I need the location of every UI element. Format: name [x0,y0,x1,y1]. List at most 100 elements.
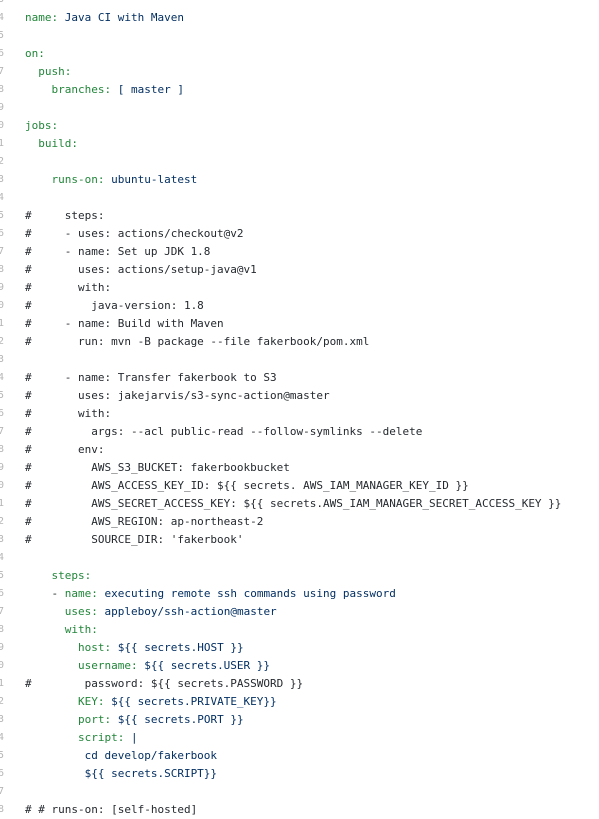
code-text: # - name: Set up JDK 1.8 [25,245,211,258]
code-text: jobs: [25,119,59,132]
code-line[interactable]: 6 ${{ secrets.SCRIPT}} [0,765,599,783]
line-number: 0 [0,300,5,311]
code-line[interactable]: 1 build: [0,135,599,153]
code-line[interactable]: 2 [0,153,599,171]
line-number: 2 [0,696,5,707]
line-number: 1 [0,318,5,329]
code-line[interactable]: 8 with: [0,621,599,639]
code-line[interactable]: 1# password: ${{ secrets.PASSWORD }} [0,675,599,693]
code-line[interactable]: 2 KEY: ${{ secrets.PRIVATE_KEY}} [0,693,599,711]
code-text: # steps: [25,209,105,222]
code-line[interactable]: 6 - name: executing remote ssh commands … [0,585,599,603]
code-text: # with: [25,281,112,294]
code-line[interactable]: 1# AWS_SECRET_ACCESS_KEY: ${{ secrets.AW… [0,495,599,513]
line-number: 6 [0,588,5,599]
code-line[interactable]: 5 # uses: jakejarvis/s3-sync-action@maste… [0,387,599,405]
line-number: 6 [0,408,5,419]
code-line[interactable]: 7 # - name: Set up JDK 1.8 [0,243,599,261]
line-number: 2 [0,336,5,347]
code-line[interactable]: 2# run: mvn -B package --file fakerbook/… [0,333,599,351]
code-line[interactable]: 4# - name: Transfer fakerbook to S3 [0,369,599,387]
code-line[interactable]: 9# AWS_S3_BUCKET: fakerbookbucket [0,459,599,477]
code-text: # uses: jakejarvis/s3-sync-action@master [25,389,330,402]
line-number: 3 [0,174,5,185]
code-line[interactable]: 4 [0,189,599,207]
code-line[interactable]: 4 name: Java CI with Maven [0,9,599,27]
line-number: 0 [0,120,5,131]
line-number: 0 [0,660,5,671]
code-line[interactable]: 7 push: [0,63,599,81]
line-number: 4 [0,12,5,23]
code-line[interactable]: 6# - uses: actions/checkout@v2 [0,225,599,243]
line-number: 5 [0,30,5,41]
code-line[interactable]: 4 [0,549,599,567]
line-number: 8 [0,84,5,95]
code-text: branches: [ master ] [51,83,184,96]
code-line[interactable]: 4 script: | [0,729,599,747]
code-line[interactable]: 7 uses: appleboy/ssh-action@master [0,603,599,621]
code-line[interactable]: 5 steps: [0,567,599,585]
code-text: # - uses: actions/checkout@v2 [25,227,244,240]
line-number: 5 [0,390,5,401]
code-line[interactable]: 2# AWS_REGION: ap-northeast-2 [0,513,599,531]
code-line[interactable]: 3 port: ${{ secrets.PORT }} [0,711,599,729]
line-number: 9 [0,642,5,653]
code-text: # SOURCE_DIR: 'fakerbook' [25,533,244,546]
code-text: # args: --acl public-read --follow-symli… [25,425,423,438]
line-number: 5 [0,570,5,581]
code-line[interactable]: 8# uses: actions/setup-java@v1 [0,261,599,279]
line-number: 8 [0,264,5,275]
code-line[interactable]: 5 cd develop/fakerbook [0,747,599,765]
code-text: # AWS_SECRET_ACCESS_KEY: ${{ secrets.AWS… [25,497,562,510]
code-text: # - name: Transfer fakerbook to S3 [25,371,277,384]
code-text: # java-version: 1.8 [25,299,204,312]
code-line[interactable]: 8# # runs-on: [self-hosted] [0,801,599,819]
code-text: username: ${{ secrets.USER }} [77,659,271,672]
code-text: uses: appleboy/ssh-action@master [64,605,277,618]
code-line[interactable]: 9 [0,99,599,117]
line-number: 7 [0,426,5,437]
code-line[interactable]: 3 runs-on: ubuntu-latest [0,171,599,189]
code-text: name: Java CI with Maven [25,11,184,24]
line-number: 7 [0,246,5,257]
line-number: 3 [0,0,7,9]
line-number: 7 [0,66,5,77]
line-number: 9 [0,102,5,113]
code-line[interactable]: 0 username: ${{ secrets.USER }} [0,657,599,675]
code-line[interactable]: 1# - name: Build with Maven [0,315,599,333]
line-number: 9 [0,282,5,293]
code-line[interactable]: 5 [0,27,599,45]
code-line[interactable]: 6 # with: [0,405,599,423]
line-number: 1 [0,138,5,149]
code-line[interactable]: 3 # SOURCE_DIR: 'fakerbook' [0,531,599,549]
line-number: 5 [0,210,5,221]
code-line[interactable]: 8 branches: [ master ] [0,81,599,99]
code-line[interactable]: 8# env: [0,441,599,459]
code-line[interactable]: 3 [0,0,599,9]
line-number: 4 [0,552,5,563]
code-text: - name: executing remote ssh commands us… [25,587,396,600]
code-line[interactable]: 3 [0,351,599,369]
code-text: build: [38,137,78,150]
code-line[interactable]: 0 # java-version: 1.8 [0,297,599,315]
code-text: KEY: ${{ secrets.PRIVATE_KEY}} [77,695,277,708]
code-line[interactable]: 5 # steps: [0,207,599,225]
line-number: 6 [0,48,5,59]
code-line[interactable]: 0 jobs: [0,117,599,135]
code-text: # AWS_REGION: ap-northeast-2 [25,515,264,528]
code-line[interactable]: 7 [0,783,599,801]
code-text: # AWS_S3_BUCKET: fakerbookbucket [25,461,290,474]
code-text: # with: [25,407,112,420]
code-text: # AWS_ACCESS_KEY_ID: ${{ secrets. AWS_IA… [25,479,469,492]
code-text: runs-on: ubuntu-latest [51,173,198,186]
code-line[interactable]: 7 # args: --acl public-read --follow-syml… [0,423,599,441]
code-text: with: [64,623,98,636]
code-text: # env: [25,443,105,456]
code-text: steps: [51,569,92,582]
code-line[interactable]: 9 host: ${{ secrets.HOST }} [0,639,599,657]
code-line[interactable]: 9 # with: [0,279,599,297]
code-line[interactable]: 0# AWS_ACCESS_KEY_ID: ${{ secrets. AWS_I… [0,477,599,495]
line-number: 3 [0,534,5,545]
